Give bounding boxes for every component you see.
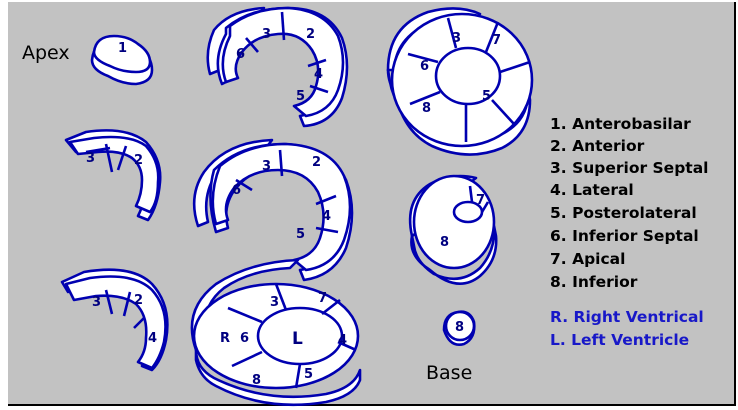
segment-label-8: 8 <box>422 101 431 116</box>
segment-label-3: 3 <box>86 151 95 166</box>
apex-label: Apex <box>22 42 70 64</box>
segment-label-5: 5 <box>482 89 491 104</box>
segment-label-4: 4 <box>338 333 347 348</box>
c-slice-mid-top: 6 3 2 4 5 <box>208 8 347 126</box>
legend: 1. Anterobasilar 2. Anterior 3. Superior… <box>550 115 708 349</box>
segment-label-6: 6 <box>240 331 249 346</box>
segment-label-7: 7 <box>492 33 501 48</box>
c-slice-left-mid: 3 2 <box>66 130 160 220</box>
chamber-label-right: R <box>220 331 230 346</box>
chamber-label-left: L <box>292 329 303 349</box>
segment-label-3: 3 <box>262 159 271 174</box>
legend-item-left-ventricle: L. Left Ventricle <box>550 331 689 349</box>
segment-label-5: 5 <box>304 367 313 382</box>
base-ring-slice: R 6 3 7 L 4 8 5 <box>192 260 360 405</box>
legend-item-right-ventricle: R. Right Ventrical <box>550 308 704 326</box>
segment-label-2: 2 <box>306 27 315 42</box>
segment-label-3: 3 <box>452 31 461 46</box>
legend-item-2: 2. Anterior <box>550 137 645 155</box>
segment-label-1: 1 <box>118 41 127 56</box>
segment-label-3: 3 <box>262 27 271 42</box>
segment-label-3: 3 <box>270 295 279 310</box>
legend-item-3: 3. Superior Septal <box>550 159 708 177</box>
legend-item-4: 4. Lateral <box>550 181 634 199</box>
c-slice-left-bottom: 3 2 4 <box>62 270 167 370</box>
segment-label-3: 3 <box>92 295 101 310</box>
segment-label-2: 2 <box>134 153 143 168</box>
segment-label-2: 2 <box>134 293 143 308</box>
tilted-ring-slice: 6 3 7 8 5 <box>388 8 532 154</box>
segment-label-7: 7 <box>476 193 485 208</box>
apex-slice: 1 <box>92 36 152 84</box>
legend-item-5: 5. Posterolateral <box>550 204 697 222</box>
legend-item-8: 8. Inferior <box>550 273 638 291</box>
legend-item-7: 7. Apical <box>550 250 625 268</box>
segment-label-4: 4 <box>314 67 323 82</box>
segment-label-5: 5 <box>296 89 305 104</box>
segment-label-7: 7 <box>318 291 327 306</box>
segment-label-8: 8 <box>455 320 464 335</box>
segment-label-6: 6 <box>420 59 429 74</box>
segment-label-8: 8 <box>440 235 449 250</box>
legend-item-1: 1. Anterobasilar <box>550 115 691 133</box>
segment-label-6: 6 <box>236 47 245 62</box>
segment-label-2: 2 <box>312 155 321 170</box>
segment-label-4: 4 <box>322 209 331 224</box>
small-ring-slice: 7 8 <box>410 176 496 284</box>
segment-label-8: 8 <box>252 373 261 388</box>
segment-label-4: 4 <box>148 331 157 346</box>
legend-item-6: 6. Inferior Septal <box>550 227 699 245</box>
segment-label-6: 6 <box>232 183 241 198</box>
base-label: Base <box>426 362 472 384</box>
base-slice: 8 <box>444 312 474 345</box>
segment-label-5: 5 <box>296 227 305 242</box>
c-slice-mid-middle: 6 3 2 4 5 <box>194 140 352 280</box>
